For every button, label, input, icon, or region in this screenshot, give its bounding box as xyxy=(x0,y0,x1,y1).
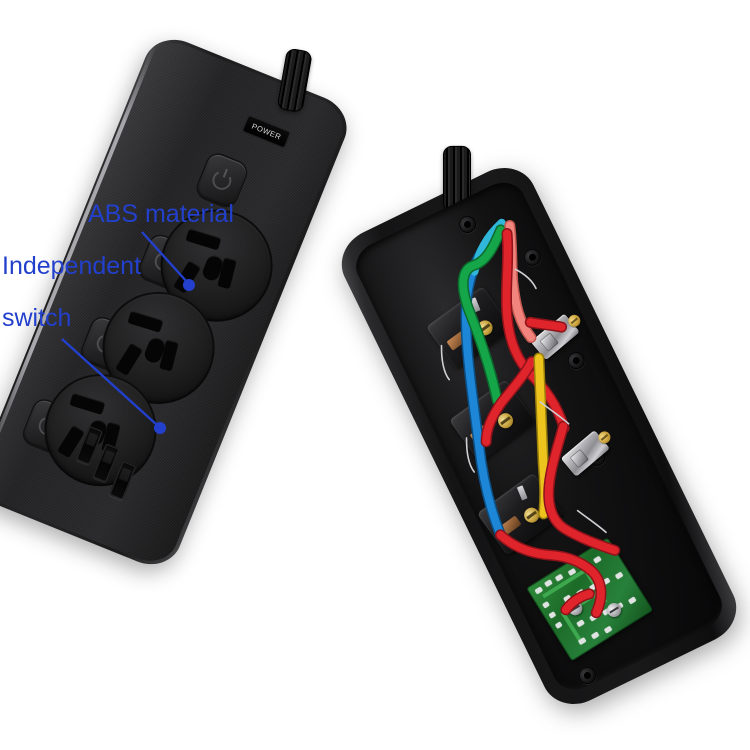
socket-slot xyxy=(185,228,222,251)
housing-cavity xyxy=(348,174,730,698)
wire-blue xyxy=(461,223,506,539)
wire-red-2 xyxy=(482,357,536,446)
socket-slot xyxy=(127,310,164,333)
wire-tie xyxy=(539,401,570,425)
wire-red-5 xyxy=(526,318,566,332)
wire-blue-shadow xyxy=(460,221,508,541)
annotation-abs-material: ABS material xyxy=(88,200,234,228)
wire-tie xyxy=(514,268,537,290)
socket-slot xyxy=(173,260,202,294)
socket-slot xyxy=(69,392,106,415)
wire-red-3 xyxy=(544,422,619,555)
socket-slot xyxy=(115,342,144,377)
wire-yellow xyxy=(534,354,549,518)
wire-tie xyxy=(465,437,476,473)
internal-wiring xyxy=(440,218,621,619)
power-strip-open xyxy=(330,145,748,716)
power-strip-closed: POWER xyxy=(0,29,356,575)
wire-green xyxy=(459,225,505,405)
annotation-independent: Independent xyxy=(2,252,142,280)
wire-green-shadow xyxy=(457,224,507,407)
power-icon xyxy=(209,168,235,193)
wire-red-1 xyxy=(502,229,569,433)
wire-red-4 xyxy=(496,530,605,617)
wire-tie xyxy=(440,344,451,381)
wire-red-6 xyxy=(561,589,594,614)
wire-tie xyxy=(576,509,607,534)
annotation-switch: switch xyxy=(2,304,72,332)
